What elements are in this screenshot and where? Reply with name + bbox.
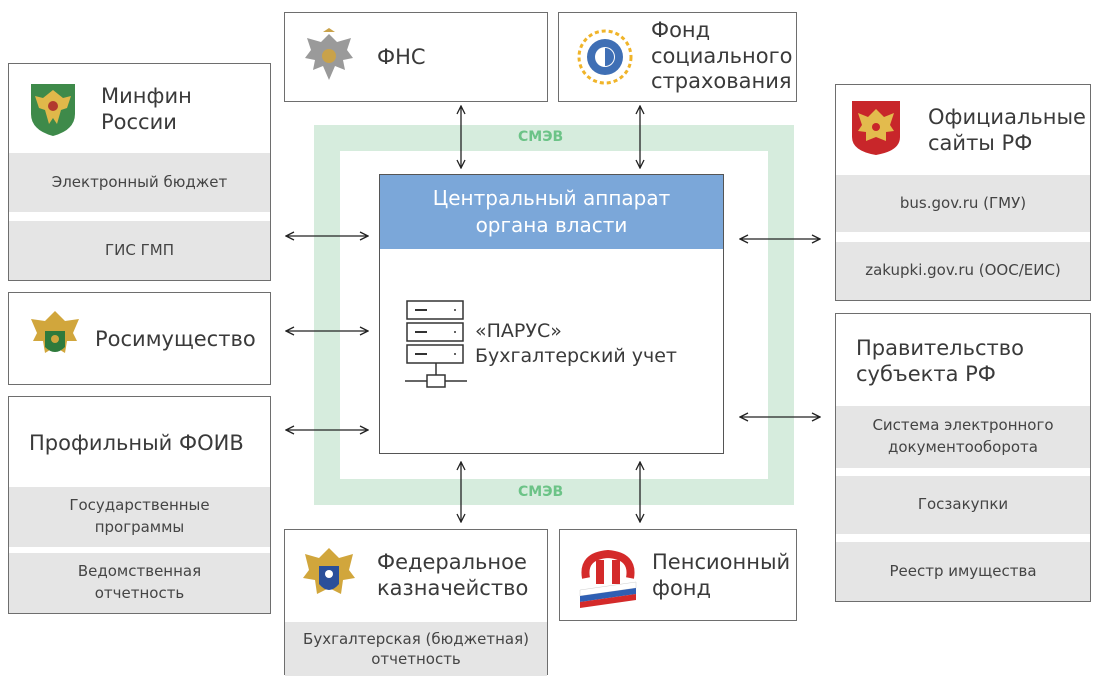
foiv-item1-line1: Государственные xyxy=(69,496,210,515)
smev-top-label: СМЭВ xyxy=(518,129,564,145)
sites-item-bus-gov: bus.gov.ru (ГМУ) xyxy=(836,175,1090,232)
fns-title: ФНС xyxy=(377,45,426,69)
smev-bottom-label: СМЭВ xyxy=(518,484,564,500)
sites-item-zakupki: zakupki.gov.ru (ООС/ЕИС) xyxy=(836,242,1090,300)
subject-line1: Правительство xyxy=(856,336,1024,360)
fss-logo xyxy=(577,29,633,85)
foiv-box: Профильный ФОИВ Государственные программ… xyxy=(8,396,271,614)
central-title-line2: органа власти xyxy=(475,213,628,237)
parus-module: Бухгалтерский учет xyxy=(475,344,677,367)
subject-box: Правительство субъекта РФ Система электр… xyxy=(835,313,1091,602)
fss-line2: социального xyxy=(651,43,793,68)
subject-item1-line1: Система электронного xyxy=(872,416,1054,435)
sites-line1: Официальные xyxy=(928,105,1086,129)
rosim-box: Росимущество xyxy=(8,292,271,385)
fss-line1: Фонд xyxy=(651,18,711,42)
subject-item-edms: Система электронного документооборота xyxy=(836,406,1090,468)
server-stack-icon xyxy=(405,300,467,388)
foiv-item2-line2: отчетность xyxy=(94,584,185,602)
pfr-box: Пенсионный фонд xyxy=(559,529,797,621)
fss-box: Фонд социального страхования xyxy=(558,12,797,102)
rosimushchestvo-emblem xyxy=(31,311,79,353)
foiv-item-state-programs: Государственные программы xyxy=(9,487,270,547)
pfr-logo xyxy=(579,549,637,608)
pfr-line2: фонд xyxy=(652,575,712,600)
sites-box: Официальные сайты РФ bus.gov.ru (ГМУ) za… xyxy=(835,84,1091,301)
fns-box: ФНС xyxy=(284,12,548,102)
minfin-item-electronic-budget: Электронный бюджет xyxy=(9,153,270,212)
foiv-item2-line1: Ведомственная xyxy=(77,562,202,581)
sites-line2: сайты РФ xyxy=(928,130,1033,155)
russian-eagle-emblem xyxy=(305,28,353,80)
smev-frame xyxy=(314,125,794,505)
subject-item1-line2: документооборота xyxy=(888,438,1038,456)
rosim-title: Росимущество xyxy=(95,327,256,351)
kazna-line1: Федеральное xyxy=(377,550,527,574)
minfin-emblem xyxy=(31,84,75,136)
central-office-box: Центральный аппарат органа власти «ПАРУС… xyxy=(379,174,724,454)
pfr-line1: Пенсионный xyxy=(652,550,791,574)
minfin-line1: Минфин xyxy=(101,84,192,108)
minfin-item-gis-gmp: ГИС ГМП xyxy=(9,221,270,280)
fss-line3: страхования xyxy=(651,69,792,94)
parus-name: «ПАРУС» xyxy=(475,320,562,342)
kazna-item-budget-reporting: Бухгалтерская (бюджетная) отчетность xyxy=(285,622,547,676)
foiv-title: Профильный ФОИВ xyxy=(29,431,244,455)
central-office-header: Центральный аппарат органа власти xyxy=(380,175,723,249)
kazna-box: Федеральное казначейство Бухгалтерская (… xyxy=(284,529,548,676)
kazna-item-line2: отчетность xyxy=(371,650,461,668)
foiv-item1-line2: программы xyxy=(94,518,185,536)
kaznacheystvo-emblem xyxy=(303,548,355,594)
subject-item-property-registry: Реестр имущества xyxy=(836,542,1090,601)
foiv-item-department-reporting: Ведомственная отчетность xyxy=(9,553,270,613)
central-title-line1: Центральный аппарат xyxy=(432,186,671,210)
subject-line2: субъекта РФ xyxy=(856,361,996,386)
minfin-line2: России xyxy=(101,109,177,134)
kazna-line2: казначейство xyxy=(377,575,529,600)
russian-eagle-emblem xyxy=(852,101,900,155)
subject-item-goszakupki: Госзакупки xyxy=(836,476,1090,534)
minfin-box: Минфин России Электронный бюджет ГИС ГМП xyxy=(8,63,271,281)
kazna-item-line1: Бухгалтерская (бюджетная) xyxy=(303,629,529,648)
